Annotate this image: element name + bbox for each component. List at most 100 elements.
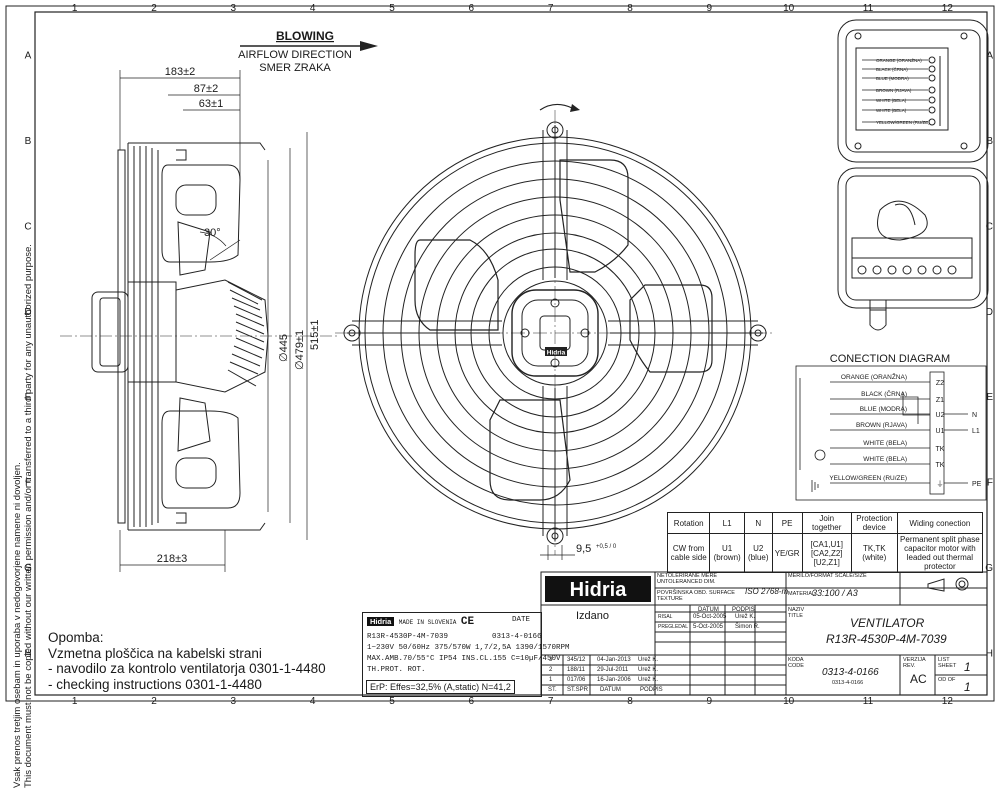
grid-row-label-right: G (985, 563, 993, 574)
dim-9-5-tol: +0,5 / 0 (596, 544, 617, 550)
approval-name: Urež K. (735, 614, 756, 620)
wire-label: BLUE (MODRA) (860, 406, 907, 413)
grid-row-label: E (25, 392, 32, 403)
revision-name: Urež K. (638, 657, 659, 663)
wire-label: ORANGE (ORANŽNA) (841, 372, 907, 381)
margin-line-1: Vsak prenos tretjim osebam in uporaba v … (12, 462, 23, 788)
podpis-label: PODPIS (732, 607, 755, 613)
side-view-dimensions (119, 70, 308, 572)
nameplate-made-in: MADE IN SLOVENIA (398, 619, 457, 626)
revision-header: ST.SPR (567, 687, 589, 693)
grid-col-label: 10 (783, 3, 795, 14)
fan-label-text: Hidria (547, 350, 566, 357)
revision-header: DATUM (600, 687, 621, 693)
scale-label: MERILO/FORMAT SCALE/SIZE (788, 573, 867, 579)
title-line-1: VENTILATOR (850, 616, 925, 630)
spec-header-cell: L1 (709, 512, 745, 534)
grid-col-label-bottom: 3 (231, 696, 237, 707)
approval-role: PREGLEDAL (658, 624, 689, 630)
wire-label: BROWN (RJAVA) (856, 422, 907, 429)
margin-line-2: This document must not be copied without… (23, 244, 34, 788)
dim-479: ∅479±1 (294, 330, 306, 370)
wire-terminal: U2 (936, 412, 945, 419)
wire-terminal: TK (936, 462, 945, 469)
grid-col-label-bottom: 10 (783, 696, 795, 707)
nameplate-code: 0313-4-0166 (492, 633, 542, 641)
box-wire-label: WHITE (BELA) (876, 98, 907, 103)
datum-label: DATUM (698, 607, 719, 613)
nameplate-electrical: 1~230V 50/60Hz 375/570W 1,7/2,5A 1390/15… (367, 644, 570, 652)
nameplate-brand: Hidria (367, 617, 395, 626)
spec-value-cell: YE/GR (771, 533, 803, 573)
airflow-arrow-icon (360, 41, 378, 51)
wire-terminal: Z2 (936, 380, 944, 387)
approval-role: RISAL (658, 614, 673, 620)
grid-col-label-bottom: 4 (310, 696, 316, 707)
revision-spr: 345/12 (567, 657, 586, 663)
wire-terminal: TK (936, 446, 945, 453)
wire-terminal: U1 (936, 428, 945, 435)
wire-label: YELLOW/GREEN (RU/ZE) (829, 475, 907, 482)
box-wire-label: BLUE (MODRA) (876, 76, 909, 81)
nameplate-date-label: DATE (512, 616, 531, 624)
rotation-arrow-icon (570, 104, 580, 112)
code-value: 0313-4-0166 (822, 667, 879, 678)
dim-87: 87±2 (194, 83, 218, 95)
dim-63: 63±1 (199, 98, 223, 110)
approval-date: 5-Oct-2005 (693, 624, 724, 630)
grid-row-label-right: F (987, 478, 993, 489)
grid-col-label: 7 (548, 3, 554, 14)
grid-col-label-bottom: 12 (942, 696, 954, 707)
grid-row-label: B (25, 136, 32, 147)
title-label: NAZIV TITLE (788, 607, 805, 619)
dim-515: 515±1 (309, 319, 321, 350)
wire-output: L1 (972, 428, 980, 435)
grid-col-label-bottom: 5 (389, 696, 395, 707)
grid-row-label: A (25, 51, 32, 62)
fan-front-view (335, 103, 775, 555)
grid-col-label: 5 (389, 3, 395, 14)
grid-col-label: 4 (310, 3, 316, 14)
revision-spr: 188/11 (567, 667, 585, 673)
spec-header-cell: Join together (801, 512, 852, 534)
revision-date: 16-Jan-2006 (597, 677, 631, 683)
spec-value-cell: TK,TK (white) (850, 533, 898, 573)
note-line-1: Vzmetna ploščica na kabelski strani (48, 645, 262, 661)
spec-header-cell: Protection device (850, 512, 898, 534)
nameplate: Hidria MADE IN SLOVENIA CE DATE R13R-453… (362, 612, 570, 697)
sheet-label: LIST SHEET (938, 657, 957, 669)
wire-label: BLACK (ČRNA) (861, 389, 907, 398)
revision-st: 3 (549, 657, 553, 663)
revision-date: 29-Jul-2011 (597, 667, 629, 673)
grid-col-label-bottom: 1 (72, 696, 78, 707)
version-value: AC (910, 672, 927, 686)
sheet-value: 1 (964, 660, 971, 674)
grid-row-label-right: C (986, 221, 993, 232)
version-label: VERZIJA REV. (903, 657, 926, 669)
terminal-box-open (837, 167, 989, 331)
of-label: OD OF (938, 677, 956, 683)
wire-output: N (972, 412, 977, 419)
grid-row-label-right: B (986, 136, 993, 147)
issued-label: Izdano (576, 610, 610, 622)
box-wire-label: WHITE (BELA) (876, 108, 907, 113)
grid-col-label-bottom: 8 (627, 696, 633, 707)
spec-header-cell: Widing conection (896, 512, 984, 534)
grid-col-label-bottom: 2 (151, 696, 157, 707)
nameplate-protection: TH.PROT. ROT. (367, 666, 426, 674)
revision-spr: 017/06 (567, 677, 586, 683)
grid-col-label-bottom: 7 (548, 696, 554, 707)
wire-terminal: Z1 (936, 397, 944, 404)
dim-angle: 30° (204, 227, 221, 239)
spec-value-cell: Permanent split phase capacitor motor wi… (896, 533, 984, 573)
lug-dimension (540, 545, 575, 560)
approval-name: Šimon R. (735, 624, 760, 630)
grid-row-label: F (25, 478, 31, 489)
grid-col-label: 12 (942, 3, 954, 14)
fan-side-view (60, 142, 340, 531)
